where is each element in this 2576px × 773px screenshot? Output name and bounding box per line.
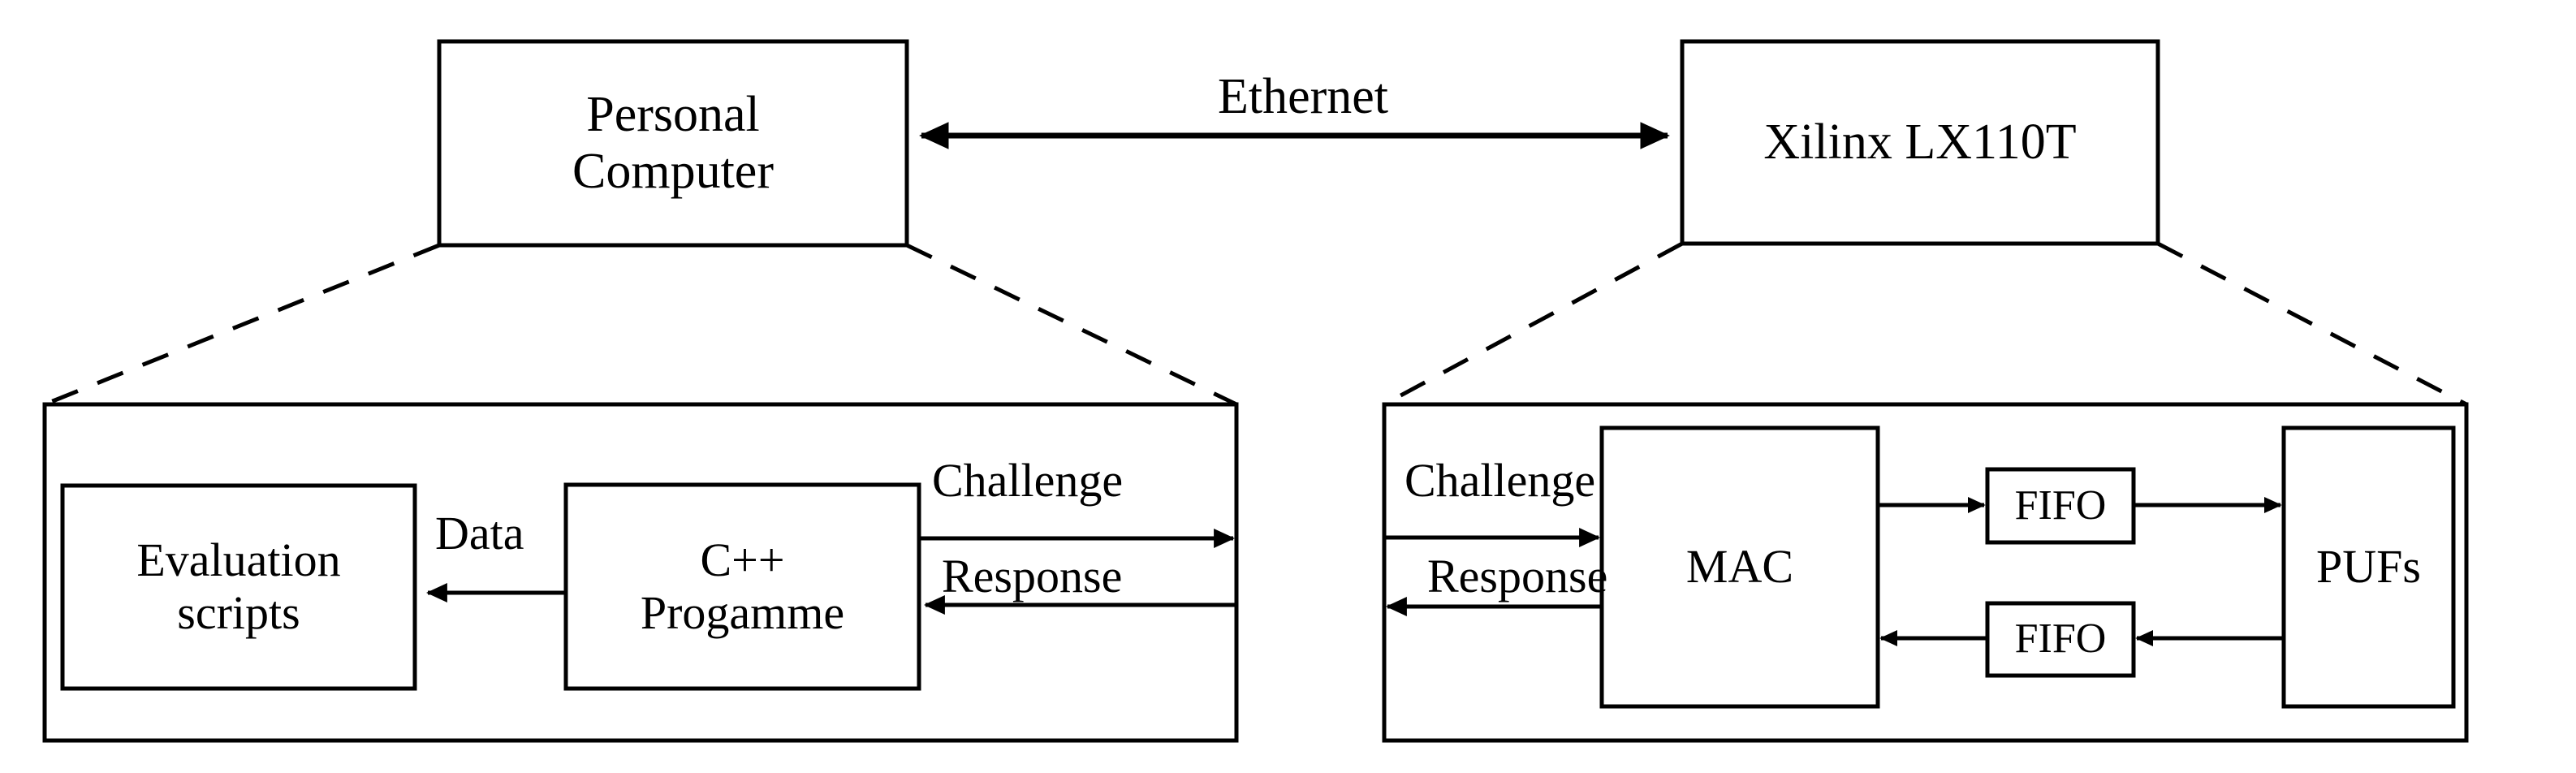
fpga-detail-panel	[1382, 402, 2469, 743]
expansion-line-fpga-left	[1383, 241, 1684, 407]
expansion-line-pc-right	[905, 243, 1238, 407]
fifo-top-box[interactable]	[1985, 467, 2136, 545]
pufs-box[interactable]	[2281, 425, 2456, 709]
expansion-line-fpga-right	[2156, 241, 2468, 407]
personal-computer-box[interactable]	[437, 39, 909, 248]
challenge-edge-label-pc: Challenge	[932, 454, 1124, 507]
pc-detail-panel	[42, 402, 1239, 743]
fifo-bottom-box[interactable]	[1985, 601, 2136, 678]
expansion-line-pc-left	[44, 243, 440, 407]
challenge-edge-label-fpga: Challenge	[1405, 454, 1596, 507]
cpp-programme-box[interactable]	[563, 482, 921, 691]
mac-box[interactable]	[1599, 425, 1880, 709]
data-edge-label: Data	[435, 507, 524, 559]
ethernet-link-label: Ethernet	[1218, 69, 1389, 124]
evaluation-scripts-box[interactable]	[60, 483, 417, 691]
response-edge-label-fpga: Response	[1427, 550, 1608, 602]
xilinx-box[interactable]	[1680, 39, 2160, 246]
response-edge-label-pc: Response	[942, 550, 1123, 602]
